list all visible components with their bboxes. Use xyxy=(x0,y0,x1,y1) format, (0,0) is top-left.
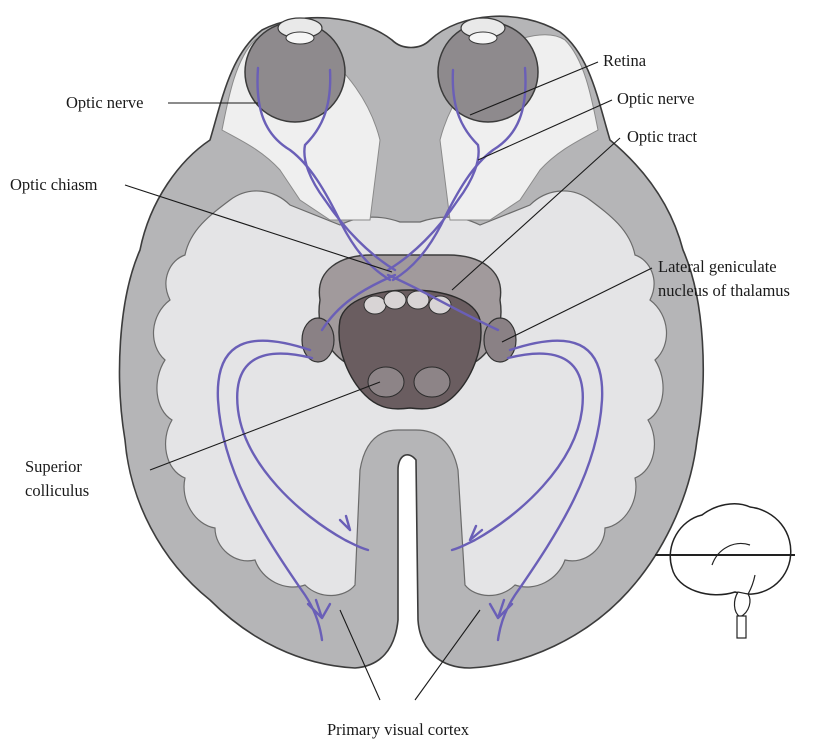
label-primary-visual-cortex: Primary visual cortex xyxy=(327,720,470,739)
label-lgn-line2: nucleus of thalamus xyxy=(658,281,790,300)
brain-orientation-inset xyxy=(655,504,795,638)
superior-colliculus-left xyxy=(368,367,404,397)
label-superior-line1: Superior xyxy=(25,457,82,476)
label-superior-line2: colliculus xyxy=(25,481,89,500)
label-optic-nerve-right: Optic nerve xyxy=(617,89,694,108)
label-optic-tract: Optic tract xyxy=(627,127,698,146)
mammillary-body-1 xyxy=(364,296,386,314)
mammillary-body-2 xyxy=(384,291,406,309)
lgn-left xyxy=(302,318,334,362)
label-optic-nerve-left: Optic nerve xyxy=(66,93,143,112)
superior-colliculus-right xyxy=(414,367,450,397)
label-retina: Retina xyxy=(603,51,647,70)
label-optic-chiasm: Optic chiasm xyxy=(10,175,98,194)
label-lgn-line1: Lateral geniculate xyxy=(658,257,777,276)
